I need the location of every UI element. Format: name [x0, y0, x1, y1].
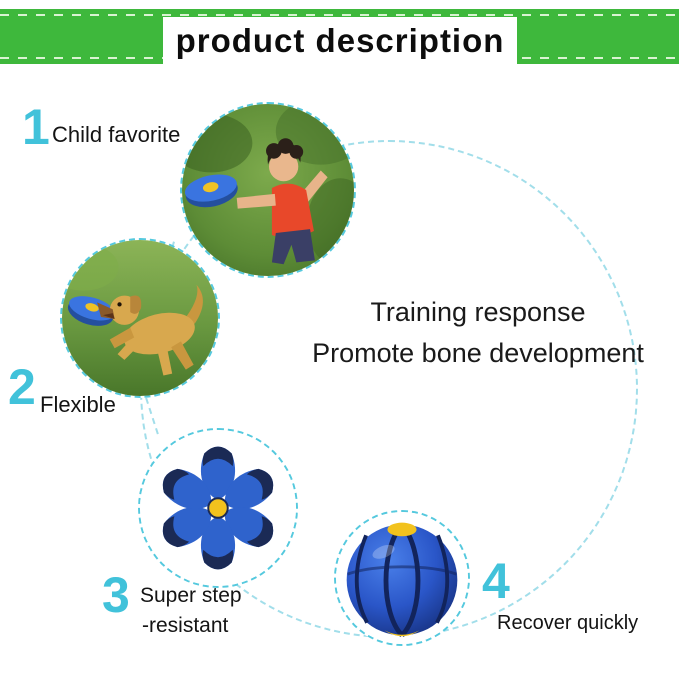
feature-label-2: Flexible — [40, 392, 116, 417]
benefit-line-1: Training response — [370, 297, 586, 327]
header-dash-line-top — [0, 14, 679, 16]
title-box: product description — [163, 17, 517, 64]
feature-number-4: 4 — [482, 553, 510, 609]
feature-number-2: 2 — [8, 359, 36, 415]
dog-catching-saucer-photo — [62, 240, 218, 396]
feature-number-3: 3 — [102, 567, 130, 623]
feature-label-4: Recover quickly — [497, 612, 639, 634]
child-photo-circle — [180, 102, 356, 278]
saucer-ball-illustration — [336, 512, 468, 644]
header-band: product description — [0, 9, 679, 64]
feature-label-1: Child favorite — [52, 122, 181, 147]
flat-disc-circle — [138, 428, 298, 588]
benefit-line-2: Promote bone development — [312, 338, 644, 368]
ball-circle — [334, 510, 470, 646]
dog-photo-circle — [60, 238, 220, 398]
flat-saucer-disc-illustration — [140, 430, 296, 586]
benefit-text: Training response Promote bone developme… — [282, 292, 674, 374]
feature-number-1: 1 — [22, 99, 50, 155]
feature-label-3-line2: -resistant — [142, 614, 229, 637]
child-throwing-saucer-photo — [182, 104, 354, 276]
feature-label-3-line1: Super step — [140, 584, 242, 607]
page-title: product description — [175, 21, 505, 59]
